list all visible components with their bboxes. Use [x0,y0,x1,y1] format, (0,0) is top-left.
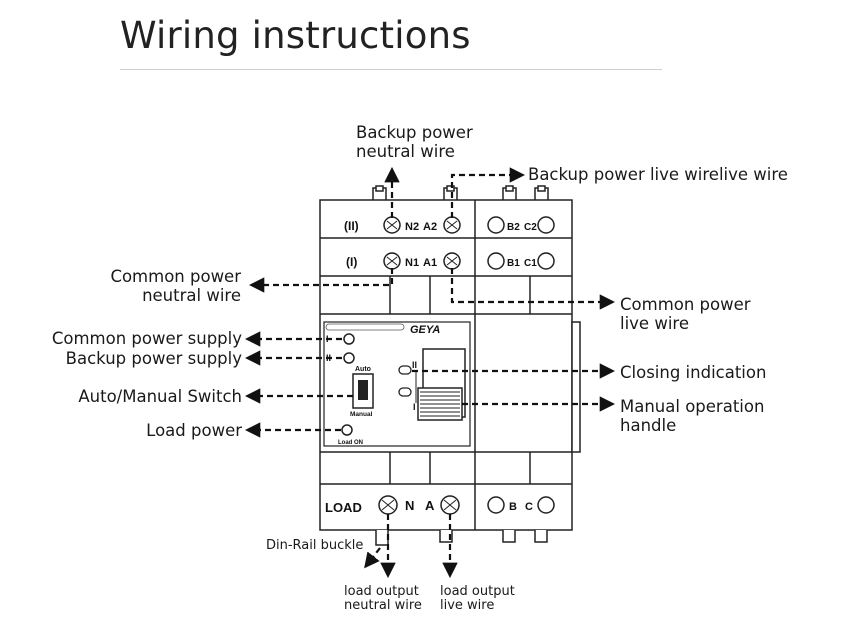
row1-n1: N1 [405,257,419,269]
auto-mark: Auto [355,366,371,373]
load-tag: LOAD [325,500,362,515]
label-manual-handle-2: handle [620,416,677,435]
label-common-neutral-1: Common power [110,267,241,286]
row2-c2: C2 [524,222,537,233]
pos2-mark: II [412,360,417,370]
closing-indicator-2 [398,365,412,375]
brand-logo: GEYA [410,324,440,336]
manual-mark: Manual [350,411,373,418]
label-backup-supply: Backup power supply [65,349,242,368]
label-closing-indication: Closing indication [620,363,767,382]
title-divider [120,69,662,70]
terminal-row-1: (I) N1 A1 B1 C1 [346,252,555,270]
row1-b1: B1 [507,258,520,269]
load-b: B [509,501,517,513]
label-load-live-1: load output [440,584,515,599]
closing-indicator-1 [398,387,412,397]
load-terminal-row: LOAD N A B C [325,495,555,515]
row2-b2: B2 [507,222,520,233]
common-supply-led [343,333,355,345]
label-auto-manual: Auto/Manual Switch [78,387,242,406]
page-title: Wiring instructions [120,14,471,57]
load-n: N [405,498,414,513]
label-common-live-1: Common power [620,295,751,314]
din-rail-buckle [375,530,548,546]
row2-tag: (II) [344,219,359,233]
top-clips [372,185,549,200]
load-on-mark: Load ON [338,440,363,446]
load-a: A [425,498,435,513]
label-common-neutral-2: neutral wire [142,286,241,305]
row2-a2: A2 [423,221,437,233]
label-din-rail: Din-Rail buckle [266,538,364,553]
label-common-supply: Common power supply [51,329,242,348]
callout-arrows [244,166,616,579]
label-backup-neutral-2: neutral wire [356,142,455,161]
label-load-live-2: live wire [440,598,495,613]
terminal-row-2: (II) N2 A2 B2 C2 [344,216,555,234]
manual-operation-handle[interactable] [417,387,463,421]
row1-c1: C1 [524,258,537,269]
label-manual-handle-1: Manual operation [620,397,765,416]
label-load-neutral-1: load output [344,584,419,599]
row1-tag: (I) [346,255,357,269]
load-power-led [341,424,353,436]
label-common-live-2: live wire [620,314,689,333]
load-c: C [525,501,533,513]
label-backup-live: Backup power live wirelive wire [528,165,788,184]
label-load-power: Load power [146,421,242,440]
pos1-mark: I [413,402,416,412]
control-panel: GEYA I II Auto Manual Load ON II I [323,321,471,447]
backup-supply-led [343,352,355,364]
row1-a1: A1 [423,257,437,269]
row2-n2: N2 [405,221,419,233]
label-backup-neutral-1: Backup power [356,123,473,142]
label-load-neutral-2: neutral wire [344,598,422,613]
